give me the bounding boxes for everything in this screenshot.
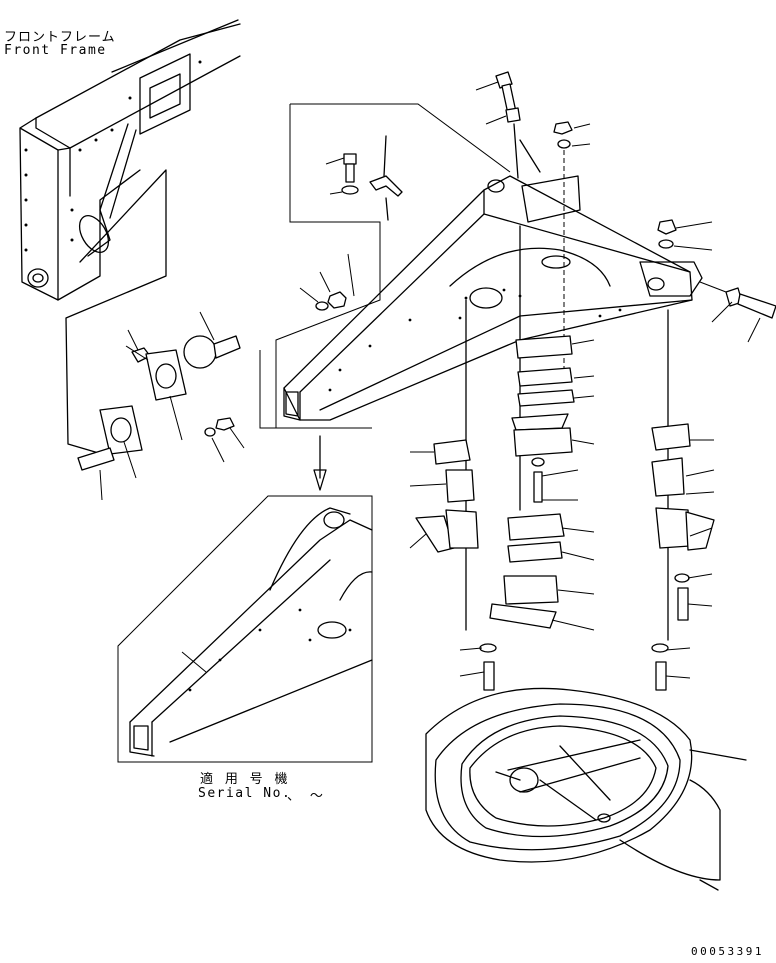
- drawing-code: 00053391: [691, 945, 764, 958]
- serial-range: 、 〜: [287, 789, 324, 804]
- front-frame-label-jp: フロントフレーム: [4, 30, 116, 45]
- front-frame-label-en: Front Frame: [4, 43, 107, 58]
- left-wear-stack: [409, 439, 497, 691]
- grease-fitting: [127, 311, 241, 369]
- turntable-circle: [425, 687, 747, 891]
- bracket-frame: [283, 175, 703, 421]
- leader-box: [290, 103, 511, 173]
- serial-label-en: Serial No.: [198, 786, 292, 801]
- bracket-clip: [325, 135, 403, 221]
- flange-plates: [77, 345, 187, 501]
- front-frame-illustration: [19, 19, 241, 455]
- center-wear-plates: [489, 335, 595, 631]
- bolt-top: [475, 71, 541, 179]
- serial-view-frame: [117, 495, 373, 763]
- down-arrow: [313, 435, 327, 491]
- serial-label-jp: 適 用 号 機: [200, 772, 290, 787]
- front-frame-leader: [111, 19, 239, 73]
- right-wear-stack: [651, 423, 715, 691]
